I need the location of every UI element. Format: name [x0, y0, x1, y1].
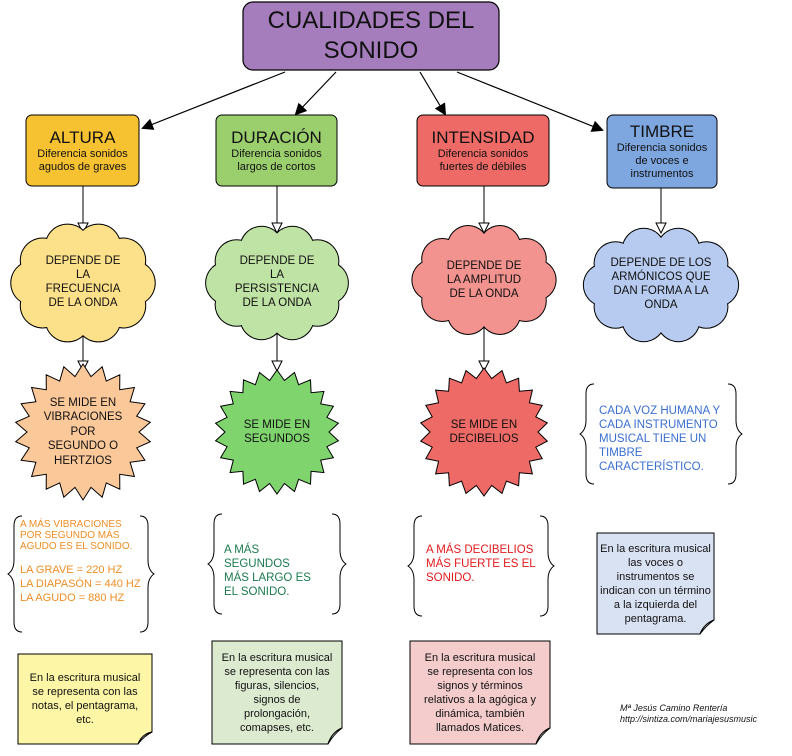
sub-intensidad: Diferencia sonidos fuertes de débiles	[437, 147, 529, 173]
star-altura	[14, 363, 152, 501]
brace-left-intensidad	[407, 515, 423, 617]
cloud-intensidad-text: DEPENDE DE LA AMPLITUD DE LA ONDA	[446, 260, 522, 300]
paper-altura-curl	[137, 731, 153, 745]
star-altura-text: SE MIDE EN VIBRACIONES POR SEGUNDO O HER…	[43, 396, 123, 467]
cloud-altura	[10, 223, 156, 343]
brace-right-duracion	[331, 513, 347, 615]
box-duracion	[215, 114, 338, 187]
head-intensidad: INTENSIDAD	[431, 127, 535, 147]
paper-intensidad-text: En la escritura musical se representa co…	[424, 652, 536, 734]
paper-altura-text: En la escritura musical se representa co…	[29, 672, 141, 726]
cloud-timbre-text: DEPENDE DE LOS ARMÓNICOS QUE DAN FORMA A…	[610, 257, 712, 311]
paper-intensidad-curl	[535, 727, 551, 745]
title-box	[242, 1, 500, 71]
cloud-timbre	[582, 227, 740, 343]
connector-title-intensidad	[419, 71, 447, 116]
note-altura: A MÁS VIBRACIONES POR SEGUNDO MÁS AGUDO …	[20, 519, 133, 552]
sub-timbre: Diferencia sonidos de voces e instrument…	[616, 142, 708, 180]
star-duracion-text: SE MIDE EN SEGUNDOS	[243, 418, 311, 446]
box-duracion-label: DURACIÓN Diferencia sonidos largos de co…	[216, 115, 337, 186]
author-url: http://sintiza.com/mariajesusmusic	[620, 714, 758, 724]
cloud-altura-text: DEPENDE DE LA FRECUENCIA DE LA ONDA	[45, 255, 121, 309]
paper-duracion-text: En la escritura musical se representa co…	[221, 652, 333, 734]
head-duracion: DURACIÓN	[231, 127, 322, 147]
star-intensidad-text: SE MIDE EN DECIBELIOS	[449, 418, 519, 446]
cloud-duracion	[205, 225, 349, 341]
page-title: CUALIDADES DEL SONIDO	[267, 7, 475, 64]
sub-duracion: Diferencia sonidos largos de cortos	[231, 147, 322, 173]
paper-duracion-curl	[327, 727, 343, 745]
paper-timbre-curl	[699, 619, 715, 635]
box-altura	[25, 114, 140, 187]
star-layer	[14, 363, 549, 501]
brace-right-timbre	[727, 383, 743, 485]
cloud-layer	[10, 223, 740, 343]
note-intensidad: A MÁS DECIBELIOS MÁS FUERTE ES EL SONIDO…	[426, 544, 536, 584]
brace-left-duracion	[207, 513, 223, 615]
box-intensidad	[416, 114, 550, 187]
cloud-duracion-text: DEPENDE DE LA PERSISTENCIA DE LA ONDA	[234, 255, 320, 309]
box-timbre	[606, 114, 718, 189]
head-altura: ALTURA	[49, 127, 116, 147]
box-altura-label: ALTURA Diferencia sonidos agudos de grav…	[26, 115, 139, 186]
brace-left-timbre	[579, 383, 595, 485]
box-timbre-label: TIMBRE Diferencia sonidos de voces e ins…	[607, 115, 717, 188]
sub-altura: Diferencia sonidos agudos de graves	[37, 147, 128, 173]
brace-right-altura	[139, 515, 155, 633]
paper-timbre-text: En la escritura musical las voces o inst…	[600, 542, 711, 625]
author-name: Mª Jesús Camino Rentería	[620, 703, 728, 713]
head-timbre: TIMBRE	[629, 122, 695, 141]
brace-right-intensidad	[539, 515, 555, 617]
connector-title-duracion	[294, 71, 337, 116]
cloud-intensidad	[411, 225, 557, 335]
note-timbre: CADA VOZ HUMANA Y CADA INSTRUMENTO MUSIC…	[599, 405, 721, 473]
connector-title-timbre	[456, 71, 604, 132]
note-duracion: A MÁS SEGUNDOS MÁS LARGO ES EL SONIDO.	[224, 544, 311, 598]
star-intensidad	[419, 367, 549, 497]
note-altura-values: LA GRAVE = 220 HZ LA DIAPASÓN = 440 HZ L…	[20, 564, 141, 604]
brace-left-altura	[7, 515, 23, 633]
box-intensidad-label: INTENSIDAD Diferencia sonidos fuertes de…	[417, 115, 549, 186]
star-duracion	[214, 369, 340, 495]
connector-title-altura	[141, 71, 286, 130]
